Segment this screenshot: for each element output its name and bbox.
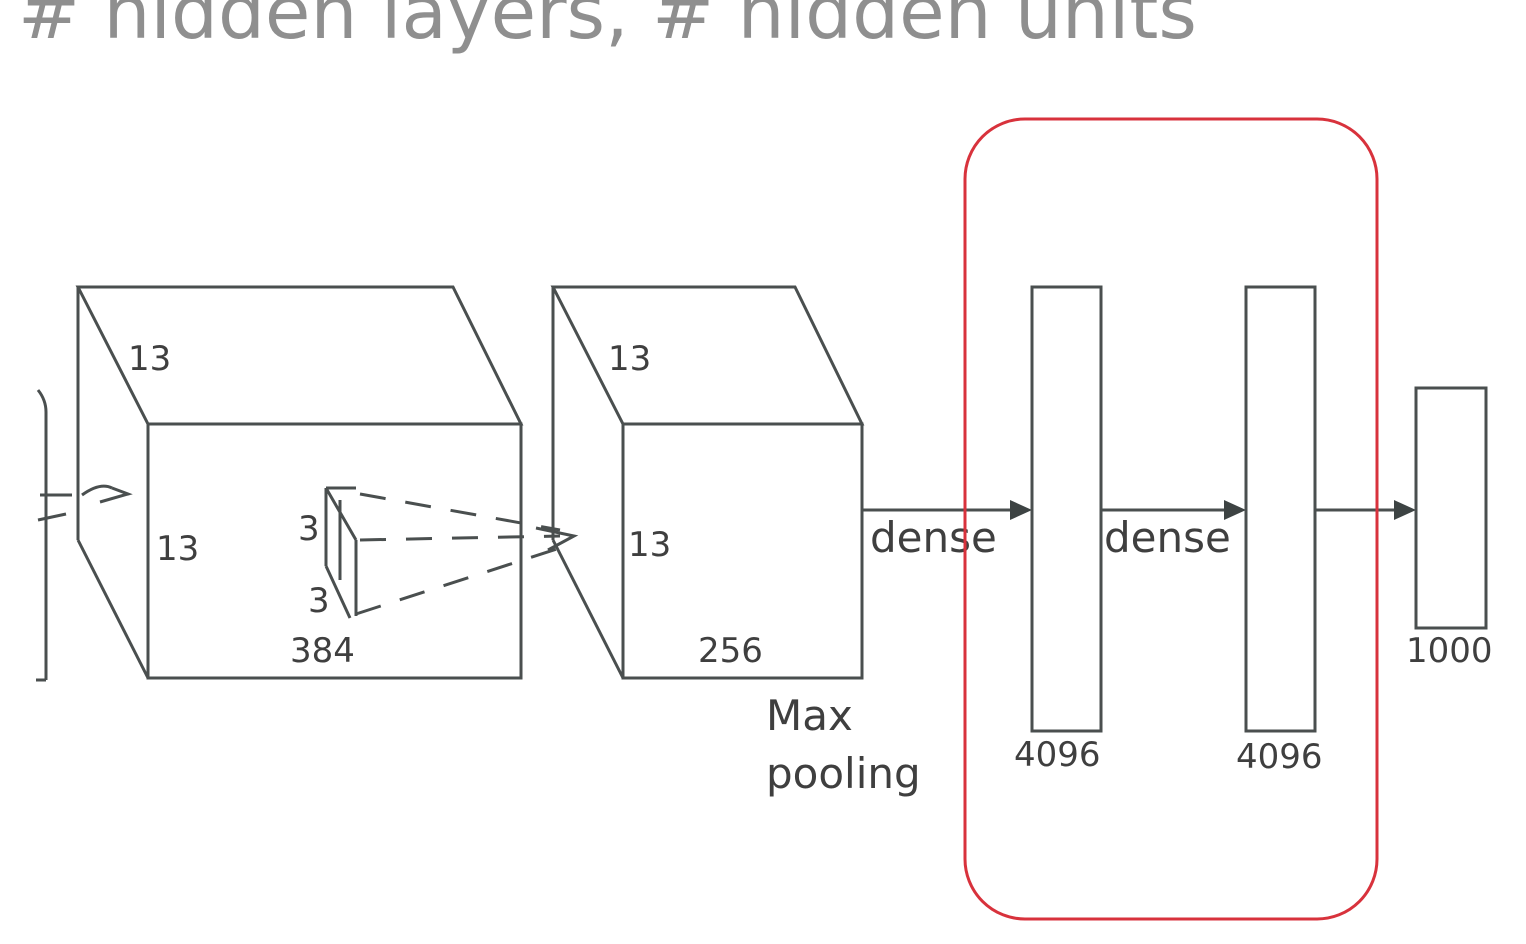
slide-title: # hidden layers, # hidden units [18, 0, 1197, 56]
kernel-width-label: 3 [308, 581, 330, 621]
output-layer-units: 1000 [1406, 631, 1493, 671]
conv-block-384 [75, 285, 524, 680]
block-384-height-label: 13 [156, 529, 199, 569]
fc-layer-1-units: 4096 [1014, 735, 1101, 775]
dense-arrow-1 [862, 500, 1032, 520]
fc-layer-1 [1030, 285, 1103, 733]
dense-label-1: dense [870, 513, 997, 562]
block-256-height-label: 13 [628, 525, 671, 565]
fc-layer-2-units: 4096 [1236, 737, 1323, 777]
conv-kernel [324, 486, 358, 619]
block-256-channels-label: 256 [698, 631, 763, 671]
max-pooling-label-line1: Max [766, 691, 853, 740]
block-384-depth-label: 13 [128, 339, 171, 379]
block-384-channels-label: 384 [290, 631, 355, 671]
dense-arrow-2 [1101, 500, 1246, 520]
previous-layer-fragment [36, 389, 133, 682]
kernel-height-label: 3 [298, 509, 320, 549]
fc-layer-2 [1244, 285, 1317, 733]
hidden-layers-highlight [963, 117, 1379, 921]
output-arrow [1315, 500, 1416, 520]
kernel-projection-lines [355, 492, 561, 616]
output-layer [1414, 386, 1488, 630]
conv-block-256 [550, 285, 865, 680]
dense-label-2: dense [1104, 513, 1231, 562]
block-256-depth-label: 13 [608, 339, 651, 379]
max-pooling-label-line2: pooling [766, 749, 921, 798]
